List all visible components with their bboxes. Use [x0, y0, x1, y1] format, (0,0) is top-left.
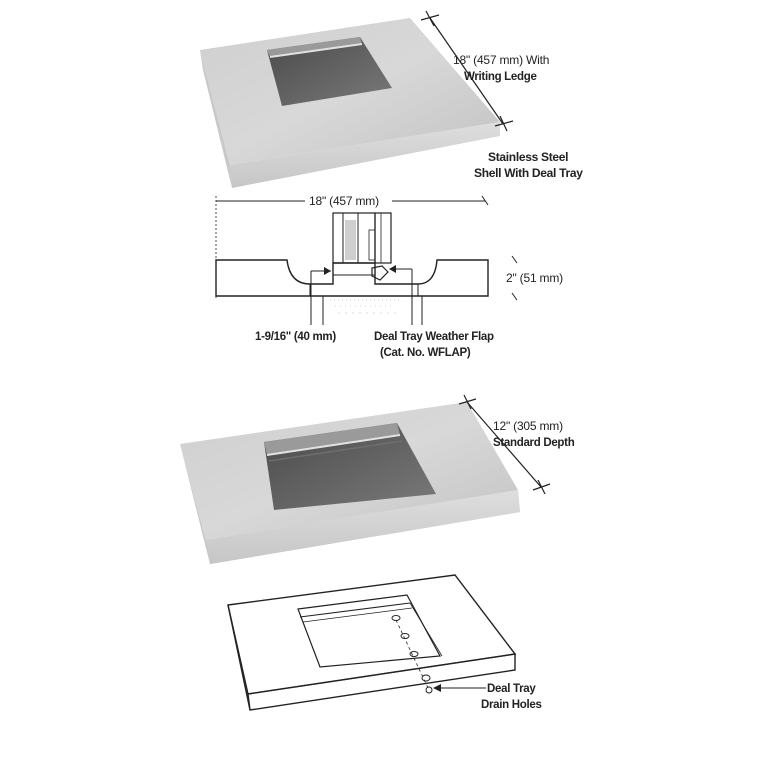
section-tray-depth-label: 1-9/16" (40 mm): [255, 331, 336, 343]
drain-hole-icon: [421, 674, 431, 682]
top-shell-illustration: [200, 18, 500, 188]
middle-shell-tray-lip: [264, 423, 400, 455]
top-shell-tray-well: [267, 37, 392, 106]
drain-hole-icon: [425, 686, 433, 694]
section-height-label: 2" (51 mm): [506, 271, 563, 285]
drain-hole-icon: [409, 651, 419, 657]
top-width-label-line1: 18" (457 mm) With: [453, 53, 549, 67]
section-width-label: 18" (457 mm): [309, 194, 379, 208]
top-description-line1: Stainless Steel: [488, 150, 568, 164]
middle-depth-label-line1: 12" (305 mm): [493, 419, 563, 433]
middle-shell-illustration: [180, 402, 520, 564]
bottom-shell-line-drawing: [227, 574, 517, 711]
bottom-drain-label-line2: Drain Holes: [481, 699, 542, 711]
top-description-line2: Shell With Deal Tray: [474, 166, 583, 180]
drain-hole-icon: [391, 615, 401, 621]
section-flap-label-line1: Deal Tray Weather Flap: [374, 331, 494, 343]
section-view: [215, 195, 518, 325]
top-shell-front-face: [230, 122, 500, 188]
middle-depth-dimension: [458, 394, 551, 495]
top-width-label-line2: Writing Ledge: [464, 71, 537, 83]
top-shell-tray-lip: [267, 37, 362, 57]
top-width-dimension: [420, 10, 514, 132]
drain-hole-icon: [400, 633, 410, 639]
section-flap-label-line2: (Cat. No. WFLAP): [380, 347, 471, 359]
top-shell-left-edge: [200, 50, 232, 188]
middle-depth-label-line2: Standard Depth: [493, 437, 575, 449]
bottom-drain-label-line1: Deal Tray: [487, 683, 536, 695]
